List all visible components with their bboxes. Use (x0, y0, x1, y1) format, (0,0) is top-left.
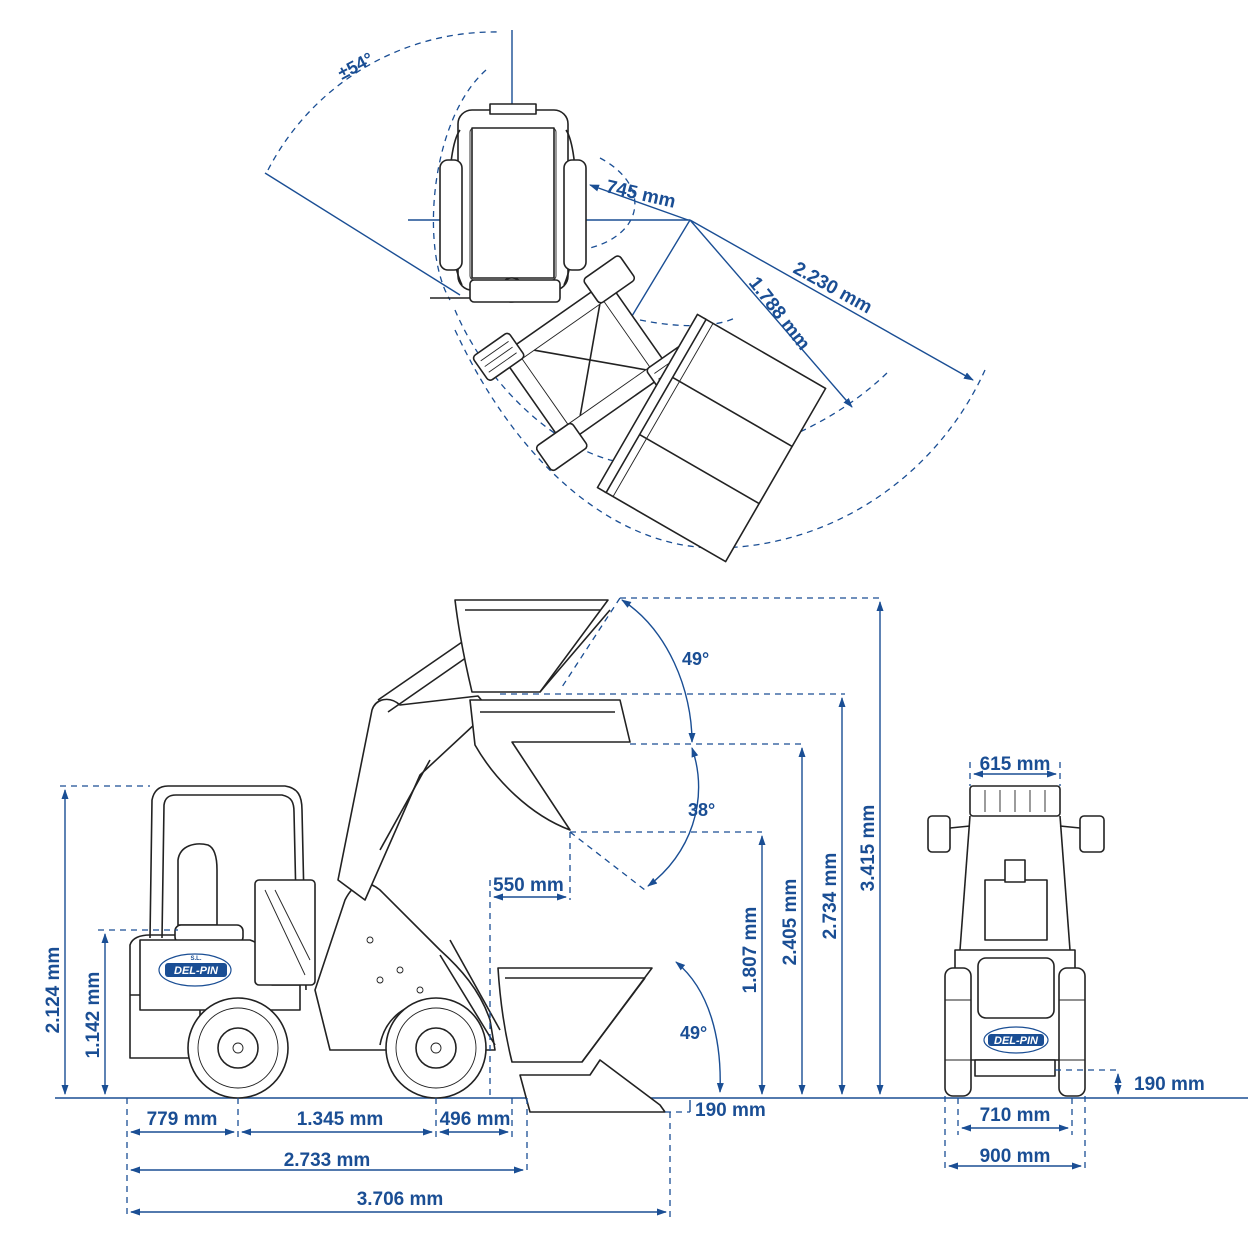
bucket-top-dumped (454, 599, 611, 693)
front-view-machine: DEL-PIN (927, 785, 1105, 1097)
steer-angle-line (264, 172, 461, 296)
steer-angle-arc (267, 31, 501, 171)
radius-1788-line (689, 219, 853, 408)
front-overhang-label: 496 mm (440, 1109, 511, 1130)
bucket-ground (497, 967, 653, 1063)
top-width-label: 615 mm (980, 754, 1051, 775)
rollback-angle-label: 38° (688, 800, 715, 820)
turn-radius-arc-small (559, 157, 636, 253)
side-view-machine: DEL-PIN S.L. (129, 639, 501, 1099)
dump-angle-top-label: 49° (682, 649, 709, 669)
seat-height-label: 1.142 mm (83, 972, 104, 1059)
length-no-bucket-label: 2.733 mm (284, 1150, 371, 1171)
top-view-rear-chassis (430, 103, 587, 303)
rear-wheel (187, 997, 289, 1099)
radius-2230-label: 2.230 mm (790, 258, 876, 318)
pin-height-label: 2.405 mm (780, 879, 801, 966)
ref-dump-top (559, 597, 621, 691)
dig-depth-label: 190 mm (695, 1100, 766, 1121)
top-view-bucket (596, 313, 827, 563)
inner-arc-small (639, 317, 736, 327)
dump-height-label: 1.807 mm (740, 907, 761, 994)
dump-angle-ground-label: 49° (680, 1023, 707, 1043)
dump-angle-arc-ground (675, 961, 724, 1093)
overall-width-label: 900 mm (980, 1146, 1051, 1167)
front-view: DEL-PIN 615 mm 710 mm 900 mm 190 mm (927, 754, 1205, 1172)
front-logo-brand-text: DEL-PIN (994, 1035, 1039, 1047)
length-with-bucket-label: 3.706 mm (357, 1189, 444, 1210)
max-height-label: 3.415 mm (858, 805, 879, 892)
reach-label: 550 mm (493, 875, 564, 896)
radius-1788-label: 1.788 mm (744, 273, 814, 354)
rollback-angle-arc (647, 747, 700, 887)
side-view: DEL-PIN S.L. (43, 597, 1248, 1218)
radius-745-label: 745 mm (604, 176, 678, 212)
cab-height-label: 2.124 mm (43, 947, 64, 1034)
wheelbase-label: 1.345 mm (297, 1109, 384, 1130)
rear-overhang-label: 779 mm (147, 1109, 218, 1130)
logo-initials-text: S.L. (190, 956, 201, 962)
ground-clearance-label: 190 mm (1134, 1074, 1205, 1095)
inner-swing-arc (432, 69, 487, 301)
front-wheel (385, 997, 487, 1099)
logo-brand-text: DEL-PIN (174, 965, 219, 977)
brand-logo: DEL-PIN S.L. (158, 953, 232, 987)
radius-2230-line (689, 219, 974, 381)
track-width-label: 710 mm (980, 1105, 1051, 1126)
bucket-below-ground (519, 1059, 666, 1113)
bucket-mid-raised (469, 699, 631, 831)
dump-angle-arc-top (621, 599, 696, 743)
bucket-level-height-label: 2.734 mm (820, 853, 841, 940)
ref-rollback (569, 831, 646, 891)
radius-745-line (589, 184, 689, 221)
steer-angle-label: ±54° (334, 48, 376, 83)
top-view: ±54° 745 mm 1.788 mm 2.230 mm (264, 30, 986, 563)
